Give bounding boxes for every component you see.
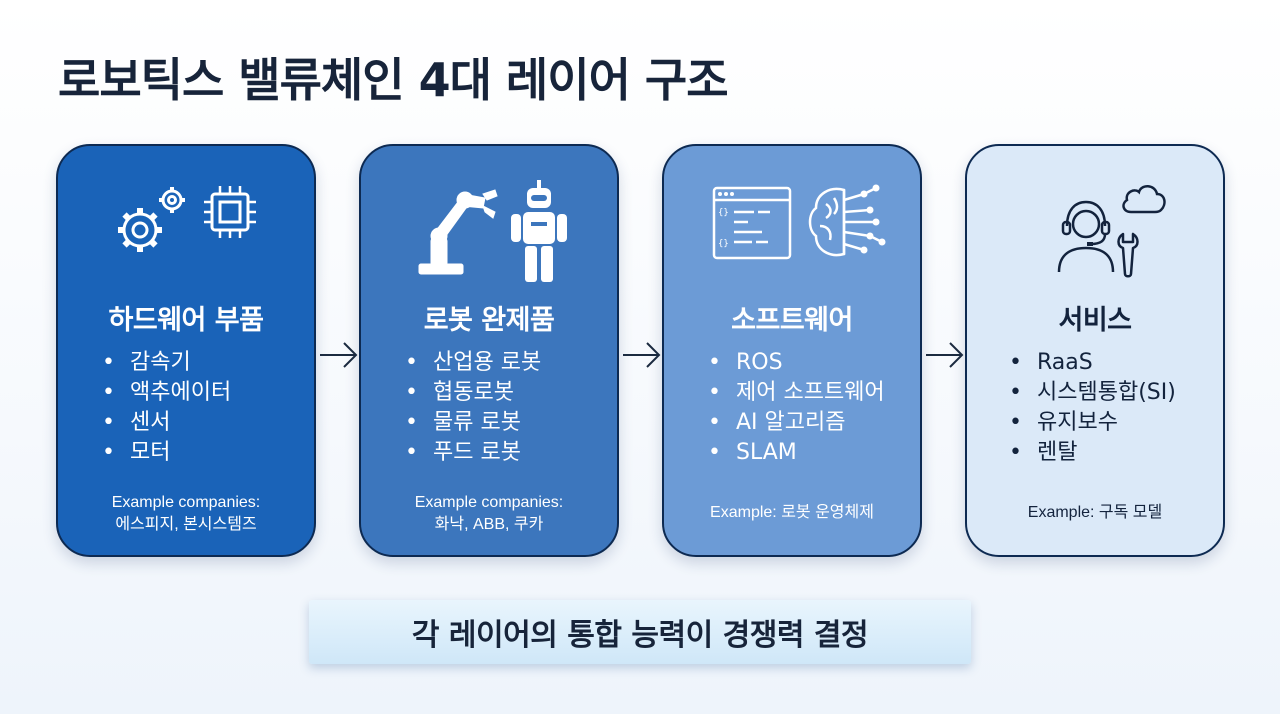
list-item: AI 알고리즘 (708, 408, 885, 438)
layer-card-services: 서비스 RaaS 시스템통합(SI) 유지보수 렌탈 Example: 구독 모… (965, 144, 1225, 557)
list-item: 푸드 로봇 (405, 438, 541, 468)
layer-item-list: ROS 제어 소프트웨어 AI 알고리즘 SLAM (708, 348, 885, 468)
layer-card-robot-products: 로봇 완제품 산업용 로봇 협동로봇 물류 로봇 푸드 로봇 Example c… (359, 144, 619, 557)
layer-heading: 서비스 (1058, 305, 1132, 336)
list-item: 협동로봇 (405, 378, 541, 408)
layer-icons (361, 180, 617, 290)
svg-text:{}: {} (718, 208, 729, 218)
list-item: 감속기 (102, 348, 231, 378)
list-item: 제어 소프트웨어 (708, 378, 885, 408)
example-label: Example companies: (111, 494, 261, 511)
layer-item-list: 감속기 액추에이터 센서 모터 (102, 348, 231, 468)
list-item: ROS (708, 348, 885, 378)
layer-heading: 소프트웨어 (731, 305, 853, 336)
layer-icons: {} {} (664, 180, 920, 290)
layer-example: Example companies: 화낙, ABB, 쿠카 (371, 492, 607, 536)
example-companies: 화낙, ABB, 쿠카 (434, 516, 544, 533)
chip-icon (204, 186, 256, 238)
cloud-icon (1122, 185, 1166, 214)
list-item: 모터 (102, 438, 231, 468)
svg-text:{}: {} (718, 239, 729, 249)
list-item: SLAM (708, 438, 885, 468)
list-item: RaaS (1009, 348, 1176, 378)
example-label: Example companies: (414, 494, 564, 511)
layer-card-hardware: 하드웨어 부품 감속기 액추에이터 센서 모터 Example companie… (56, 144, 316, 557)
layer-example: Example: 구독 모델 (977, 502, 1213, 524)
list-item: 렌탈 (1009, 438, 1176, 468)
layer-item-list: RaaS 시스템통합(SI) 유지보수 렌탈 (1009, 348, 1176, 468)
layer-example: Example companies: 에스피지, 본시스템즈 (68, 492, 304, 536)
layer-icons (967, 180, 1223, 290)
humanoid-robot-icon (511, 180, 567, 282)
list-item: 물류 로봇 (405, 408, 541, 438)
layer-heading: 하드웨어 부품 (108, 305, 264, 336)
robot-arm-icon (418, 189, 498, 275)
list-item: 산업용 로봇 (405, 348, 541, 378)
arrow-right-icon (926, 342, 964, 368)
gears-icon (118, 187, 185, 252)
arrow-right-icon (320, 342, 358, 368)
ai-brain-icon (808, 184, 886, 257)
arrow-right-icon (623, 342, 661, 368)
page-title: 로보틱스 밸류체인 4대 레이어 구조 (58, 53, 729, 107)
wrench-icon (1117, 232, 1139, 278)
layer-heading: 로봇 완제품 (423, 305, 555, 336)
conclusion-banner: 각 레이어의 통합 능력이 경쟁력 결정 (309, 600, 971, 664)
support-agent-icon (1057, 200, 1115, 273)
layer-card-software: {} {} 소프트웨어 R (662, 144, 922, 557)
list-item: 유지보수 (1009, 408, 1176, 438)
list-item: 액추에이터 (102, 378, 231, 408)
code-window-icon: {} {} (712, 186, 792, 260)
layer-icons (58, 180, 314, 290)
list-item: 시스템통합(SI) (1009, 378, 1176, 408)
example-label: Example: 구독 모델 (1027, 504, 1163, 521)
layer-item-list: 산업용 로봇 협동로봇 물류 로봇 푸드 로봇 (405, 348, 541, 468)
layer-example: Example: 로봇 운영체제 (674, 502, 910, 524)
example-label: Example: 로봇 운영체제 (710, 504, 874, 521)
example-companies: 에스피지, 본시스템즈 (115, 516, 257, 533)
list-item: 센서 (102, 408, 231, 438)
